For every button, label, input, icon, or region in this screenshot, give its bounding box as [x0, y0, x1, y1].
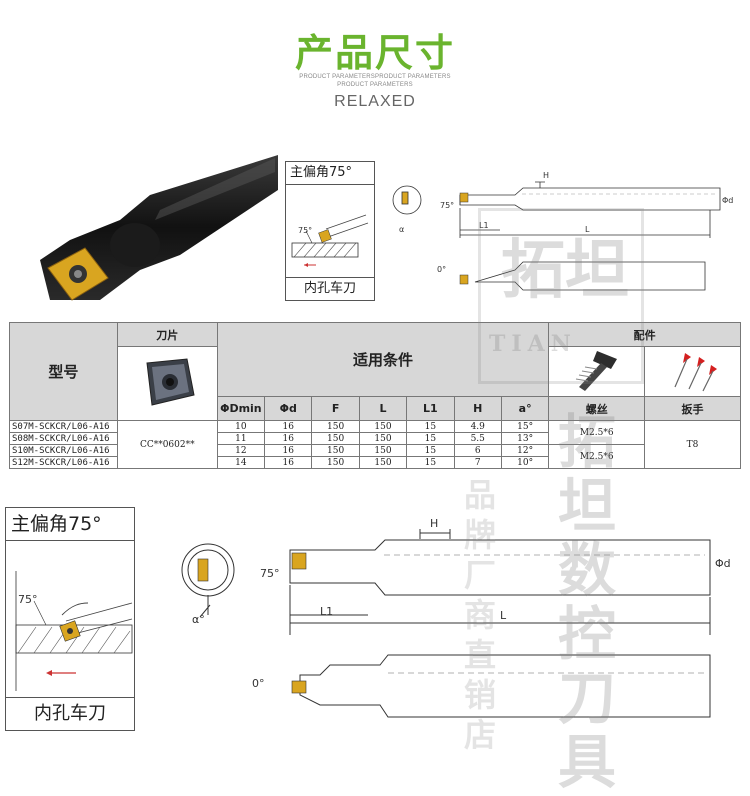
row-model: S12M-SCKCR/L06-A16: [9, 456, 118, 469]
watermark-brand: 拓坦数控刀具: [557, 408, 616, 796]
cell-dmin: 11: [216, 432, 266, 445]
technical-drawing-large: H Φd L1 L 75° α° 0°: [181, 517, 731, 718]
cell-l1: 15: [406, 444, 455, 457]
boring-bar-photo: [40, 155, 278, 301]
row-model: S10M-SCKCR/L06-A16: [9, 444, 118, 457]
sub-header-dmin: ΦDmin: [216, 396, 266, 421]
dim-zero-small: 0°: [437, 265, 446, 274]
spec-table: 型号 刀片 适用条件 配件 ΦDmin: [9, 322, 741, 469]
cell-a: 12°: [500, 444, 550, 457]
dim-phi-d-small: Φd: [722, 196, 733, 205]
cell-f: 150: [311, 432, 360, 445]
sub-header-l: L: [358, 396, 408, 421]
cell-d: 16: [264, 420, 313, 433]
dim-phi-d-large: Φd: [715, 557, 731, 570]
cell-dmin: 12: [216, 444, 266, 457]
insert-code: CC**0602**: [116, 420, 218, 469]
technical-drawing-small: H Φd L1 L 75° α 0°: [392, 171, 733, 291]
insert-icon: [47, 247, 109, 301]
cell-dmin: 14: [216, 456, 266, 469]
page-title: 产品尺寸: [294, 31, 455, 75]
table-row: S07M-SCKCR/L06-A16 CC**0602** 10 16 150 …: [9, 420, 741, 469]
cell-l1: 15: [406, 420, 455, 433]
angle-footer-large: 内孔车刀: [6, 697, 134, 730]
angle-title-small: 主偏角75°: [286, 162, 374, 185]
angle-label-large: 75°: [18, 593, 38, 606]
cell-h: 6: [453, 444, 502, 457]
sub-header-f: F: [311, 396, 360, 421]
dim-l-small: L: [585, 225, 590, 234]
watermark-slogan: 品牌厂商直销店: [463, 476, 496, 754]
subtitle-line-1: PRODUCT PARAMETERSPRODUCT PARAMETERS: [299, 74, 451, 80]
dim-h-small: H: [543, 171, 549, 180]
watermark-logo-latin: TIAN: [489, 331, 577, 357]
cell-l1: 15: [406, 432, 455, 445]
row-model: S07M-SCKCR/L06-A16: [9, 420, 118, 433]
insert-image: [146, 358, 195, 406]
angle-diagram-large: 主偏角75° 75° 内孔车刀: [5, 507, 135, 731]
cell-f: 150: [311, 456, 360, 469]
dim-75-large: 75°: [260, 567, 280, 580]
angle-title-large: 主偏角75°: [6, 508, 134, 541]
dim-h-large: H: [430, 517, 438, 530]
header-conditions: 适用条件: [216, 322, 550, 397]
cell-l: 150: [358, 444, 408, 457]
cell-l1: 15: [406, 456, 455, 469]
cell-h: 7: [453, 456, 502, 469]
screw-value-2: M2.5*6: [548, 444, 646, 469]
cell-a: 10°: [500, 456, 550, 469]
sub-header-l1: L1: [406, 396, 455, 421]
dim-alpha-small: α: [399, 225, 404, 234]
wrench-value: T8: [644, 420, 741, 469]
cell-l: 150: [358, 420, 408, 433]
watermark-logo-cn: 拓坦: [501, 233, 629, 308]
cell-l: 150: [358, 456, 408, 469]
dim-zero-large: 0°: [252, 677, 265, 690]
relaxed-label: RELAXED: [334, 93, 416, 110]
screw-image-cell: [548, 346, 646, 397]
sub-header-d: Φd: [264, 396, 313, 421]
cell-l: 150: [358, 432, 408, 445]
angle-sketch-large: 75°: [15, 571, 133, 691]
header-parts: 配件: [548, 322, 741, 347]
row-model: S08M-SCKCR/L06-A16: [9, 432, 118, 445]
dim-75-small: 75°: [440, 201, 454, 210]
cell-dmin: 10: [216, 420, 266, 433]
dim-alpha-large: α°: [192, 613, 205, 626]
cell-d: 16: [264, 444, 313, 457]
angle-sketch-small: 75°: [291, 214, 369, 267]
table-row: S12M-SCKCR/L06-A16 14 16 150 150 15 7 10…: [9, 456, 741, 469]
header-model: 型号: [9, 322, 118, 421]
cell-a: 13°: [500, 432, 550, 445]
header-wrench: 扳手: [644, 396, 741, 421]
cell-a: 15°: [500, 420, 550, 433]
dim-l1-large: L1: [320, 605, 333, 618]
dim-l1-small: L1: [479, 221, 489, 230]
screw-icon: [575, 351, 617, 391]
watermark-logo: 拓坦 TIAN: [478, 208, 644, 384]
header-insert: 刀片: [116, 322, 218, 347]
cell-h: 4.9: [453, 420, 502, 433]
cell-h: 5.5: [453, 432, 502, 445]
sub-header-h: H: [453, 396, 502, 421]
cell-d: 16: [264, 456, 313, 469]
angle-label-small: 75°: [298, 226, 312, 235]
angle-footer-small: 内孔车刀: [286, 277, 374, 300]
cell-f: 150: [311, 444, 360, 457]
subtitle-line-2: PRODUCT PARAMETERS: [337, 82, 413, 88]
insert-image-cell: [116, 346, 218, 421]
angle-diagram-small: 主偏角75° 75° 内孔车刀: [285, 161, 375, 301]
sub-header-a: a°: [500, 396, 550, 421]
header-screw: 螺丝: [548, 396, 646, 421]
wrench-image-cell: [644, 346, 741, 397]
dim-l-large: L: [500, 609, 507, 622]
cell-f: 150: [311, 420, 360, 433]
cell-d: 16: [264, 432, 313, 445]
wrench-icon: [673, 353, 717, 392]
